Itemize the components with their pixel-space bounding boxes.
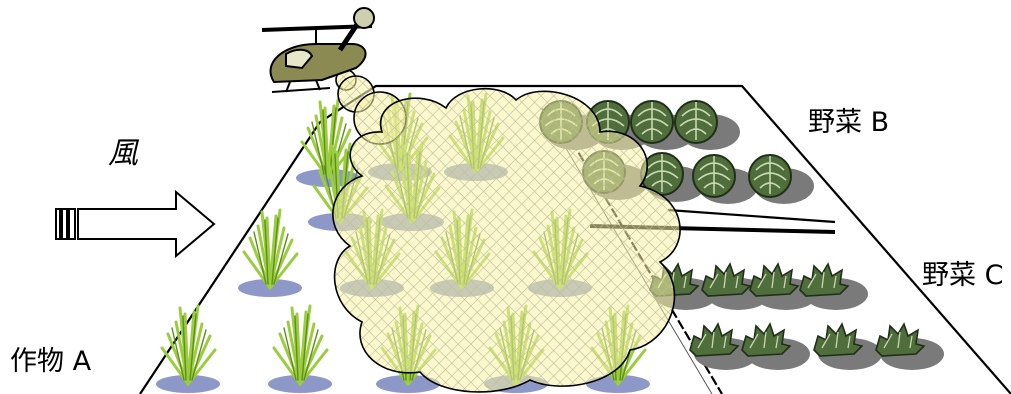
lettuce-icon <box>876 324 944 370</box>
lettuce-icon <box>742 324 810 370</box>
lettuce-icon <box>800 264 868 310</box>
crop-a-label: 作物 A <box>10 339 91 378</box>
rice-plant-icon <box>268 306 332 393</box>
wind-label: 風 <box>108 128 138 172</box>
lettuce-icon <box>814 324 882 370</box>
rice-plant-icon <box>156 306 220 393</box>
cabbage-icon <box>749 155 814 204</box>
rice-plant-icon <box>238 210 302 297</box>
arrow-right-icon <box>56 192 214 256</box>
vegetable-c-label: 野菜 C <box>922 253 1003 292</box>
vegetable-b-label: 野菜 B <box>808 100 889 139</box>
cabbage-icon <box>693 155 758 204</box>
vegetable-c-plot <box>650 264 944 370</box>
